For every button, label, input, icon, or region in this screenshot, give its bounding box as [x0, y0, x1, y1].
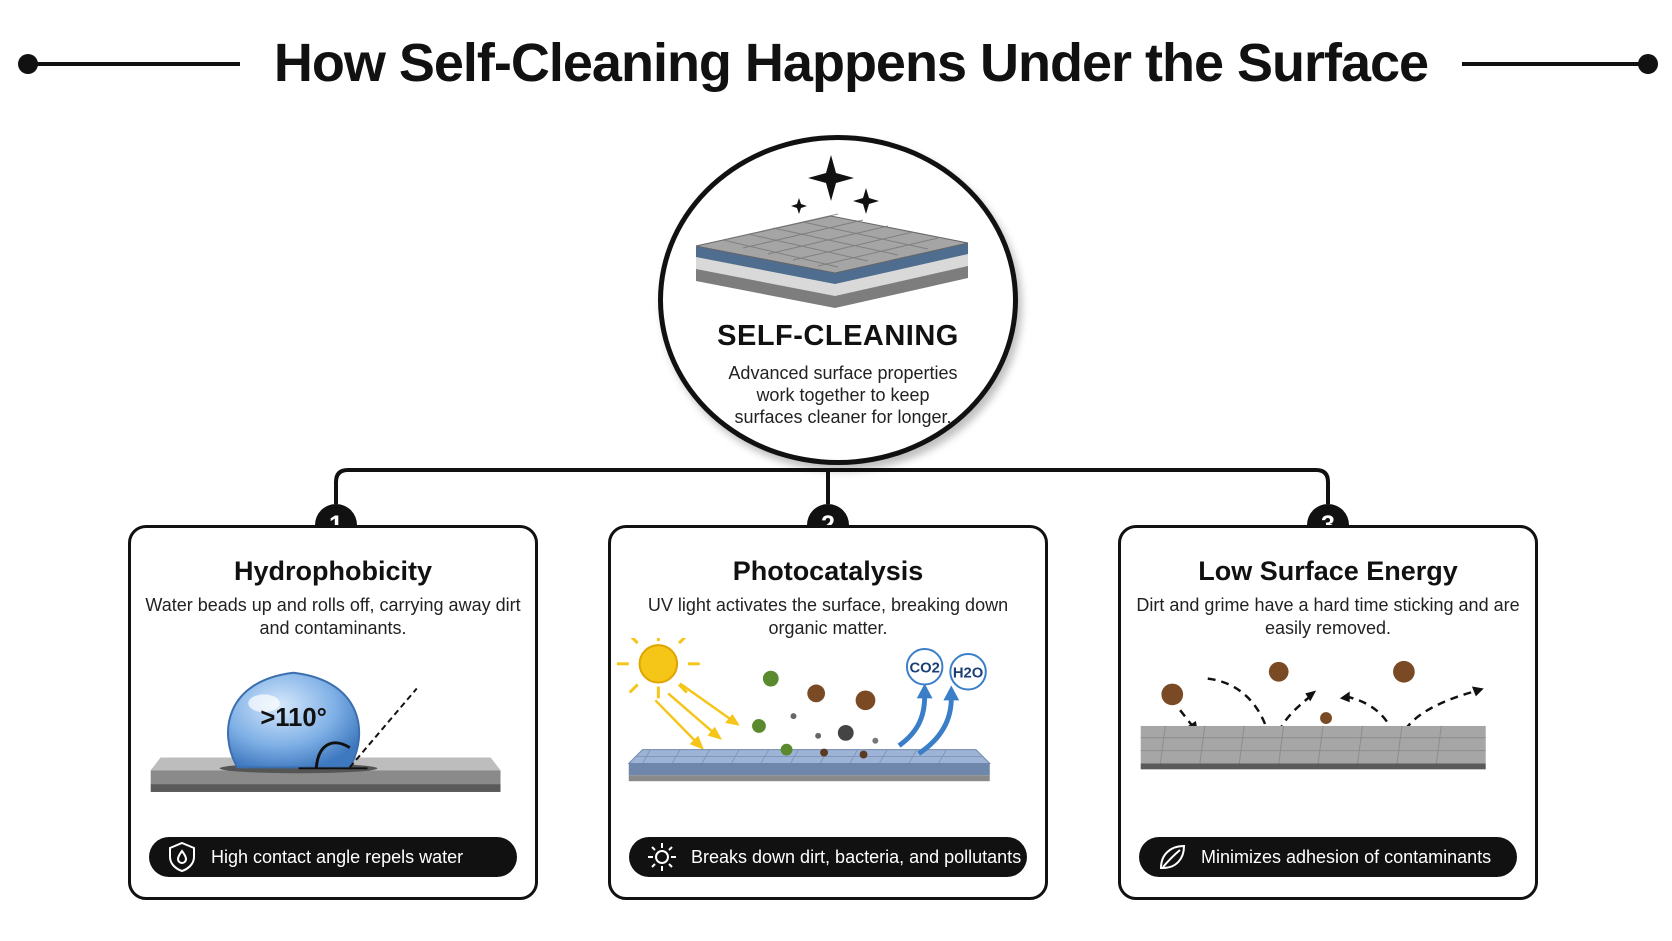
slab-mid	[696, 253, 968, 296]
benefit-pill: Breaks down dirt, bacteria, and pollutan…	[629, 837, 1027, 877]
leaf-icon	[1159, 844, 1186, 869]
h2o-bubble	[949, 652, 987, 691]
photocatalysis-illustration: CO2 H2O	[616, 638, 991, 782]
sun-outline-icon	[648, 843, 676, 871]
benefit-pill-text: Breaks down dirt, bacteria, and pollutan…	[691, 846, 1022, 867]
page-title: How Self-Cleaning Happens Under the Surf…	[273, 33, 1429, 93]
gray-surface	[1140, 725, 1486, 764]
contact-angle-tangent	[349, 687, 418, 768]
benefit-pill: Minimizes adhesion of contaminants	[1139, 837, 1517, 877]
gray-surface-base	[1140, 763, 1486, 770]
benefit-pill-text: Minimizes adhesion of contaminants	[1201, 846, 1492, 867]
slab-base	[696, 265, 968, 308]
droplet-highlight	[248, 694, 280, 713]
title-row: How Self-Cleaning Happens Under the Surf…	[0, 28, 1672, 98]
card-title: Hydrophobicity	[233, 556, 432, 586]
hub-title: SELF-CLEANING	[717, 320, 959, 352]
release-arrows	[897, 696, 954, 756]
contact-angle-arc	[314, 741, 351, 769]
co2-label: CO2	[909, 661, 939, 677]
benefit-pill: High contact angle repels water	[149, 837, 517, 877]
co2-bubble	[905, 648, 944, 686]
sparkle-icon-medium	[853, 188, 879, 214]
dirt-particles	[1161, 660, 1415, 724]
title-dot-right	[1638, 54, 1658, 74]
low-adhesion-illustration	[1140, 660, 1486, 770]
title-line-right	[1462, 62, 1646, 66]
card-description: Dirt and grime have a hard time sticking…	[1136, 595, 1520, 638]
coated-surface-illustration	[695, 155, 969, 308]
benefit-pill-text: High contact angle repels water	[211, 846, 464, 867]
h2o-label: H2O	[953, 666, 983, 682]
card-description: Water beads up and rolls off, carrying a…	[145, 595, 521, 638]
sparkle-icon-large	[808, 155, 854, 201]
card-title: Photocatalysis	[732, 556, 924, 586]
card-hydrophobicity: Hydrophobicity Water beads up and rolls …	[128, 525, 538, 900]
bacteria-particles	[752, 670, 879, 759]
title-line-left	[28, 62, 240, 66]
card-photocatalysis: Photocatalysis UV light activates the su…	[608, 525, 1048, 900]
water-shield-icon	[169, 841, 195, 873]
connector-bus	[334, 468, 1330, 504]
card-title: Low Surface Energy	[1198, 556, 1458, 586]
substrate-front	[150, 770, 501, 785]
tiled-surface-base	[628, 775, 990, 782]
sun-icon	[616, 638, 700, 699]
water-droplet-illustration: >110°	[150, 671, 501, 792]
self-cleaning-hub: SELF-CLEANING Advanced surface propertie…	[658, 135, 1018, 465]
hub-description: Advanced surface properties work togethe…	[728, 363, 958, 427]
substrate-shadow	[150, 784, 501, 792]
sparkle-icon-small	[791, 198, 807, 214]
tiled-surface-front	[628, 763, 990, 776]
contact-angle-label: >110°	[260, 704, 327, 732]
uv-rays	[654, 682, 740, 750]
slab-blue-layer	[696, 243, 968, 284]
card-low-surface-energy: Low Surface Energy Dirt and grime have a…	[1118, 525, 1538, 900]
card-description: UV light activates the surface, breaking…	[647, 595, 1009, 638]
